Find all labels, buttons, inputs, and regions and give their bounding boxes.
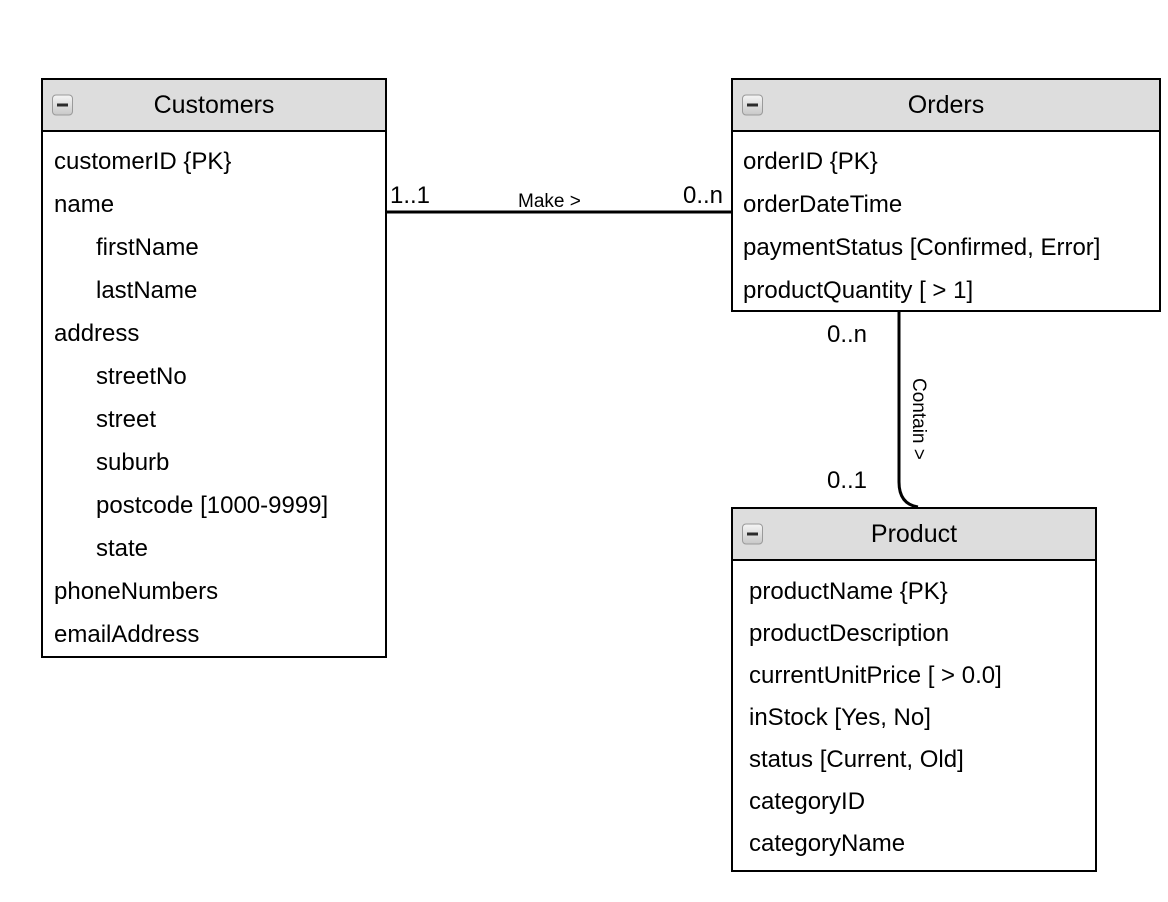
entity-orders-attributes: orderID {PK} orderDateTime paymentStatus… xyxy=(733,132,1159,332)
entity-orders[interactable]: Orders orderID {PK} orderDateTime paymen… xyxy=(731,78,1161,312)
attribute-row: streetNo xyxy=(96,363,187,390)
entity-customers-title: Customers xyxy=(153,90,275,119)
minus-box-icon[interactable] xyxy=(742,523,763,545)
minus-box-icon[interactable] xyxy=(742,94,763,116)
attribute-row: inStock [Yes, No] xyxy=(749,704,931,731)
entity-product-header: Product xyxy=(733,509,1095,561)
attribute-row: categoryID xyxy=(749,788,866,815)
relationship-label-contain: Contain > xyxy=(908,378,929,460)
attribute-row: currentUnitPrice [ > 0.0] xyxy=(749,662,1002,689)
attribute-row: status [Current, Old] xyxy=(749,746,964,773)
attribute-row: state xyxy=(96,535,149,562)
attribute-row: phoneNumbers xyxy=(54,578,219,605)
attribute-row: orderID {PK} xyxy=(743,148,878,175)
entity-customers[interactable]: Customers customerID {PK} name firstName… xyxy=(41,78,387,658)
attribute-row: orderDateTime xyxy=(743,191,903,218)
attribute-row: name xyxy=(54,191,115,218)
minus-glyph xyxy=(57,103,68,107)
attribute-row: suburb xyxy=(96,449,170,476)
minus-box-icon[interactable] xyxy=(52,94,73,116)
entity-orders-header: Orders xyxy=(733,80,1159,132)
entity-product[interactable]: Product productName {PK} productDescript… xyxy=(731,507,1097,872)
attribute-row: productName {PK} xyxy=(749,578,948,605)
attribute-row: street xyxy=(96,406,157,433)
minus-glyph xyxy=(747,532,758,536)
cardinality-make-from: 1..1 xyxy=(390,182,431,209)
entity-customers-attributes: customerID {PK} name firstName lastName … xyxy=(43,132,385,676)
attribute-row: productQuantity [ > 1] xyxy=(743,277,974,304)
attribute-row: categoryName xyxy=(749,830,906,857)
attribute-row: emailAddress xyxy=(54,621,200,648)
attribute-row: firstName xyxy=(96,234,199,261)
cardinality-contain-from: 0..n xyxy=(827,321,868,348)
attribute-row: productDescription xyxy=(749,620,950,647)
cardinality-make-to: 0..n xyxy=(683,182,724,209)
entity-customers-header: Customers xyxy=(43,80,385,132)
entity-product-attributes: productName {PK} productDescription curr… xyxy=(733,561,1095,884)
attribute-row: paymentStatus [Confirmed, Error] xyxy=(743,234,1101,261)
attribute-row: lastName xyxy=(96,277,198,304)
minus-glyph xyxy=(747,103,758,107)
attribute-row: customerID {PK} xyxy=(54,148,232,175)
entity-product-title: Product xyxy=(870,519,958,548)
relationship-label-make: Make > xyxy=(518,191,581,212)
cardinality-contain-to: 0..1 xyxy=(827,467,868,494)
attribute-row: postcode [1000-9999] xyxy=(96,492,329,519)
attribute-row: address xyxy=(54,320,140,347)
entity-orders-title: Orders xyxy=(907,90,985,119)
